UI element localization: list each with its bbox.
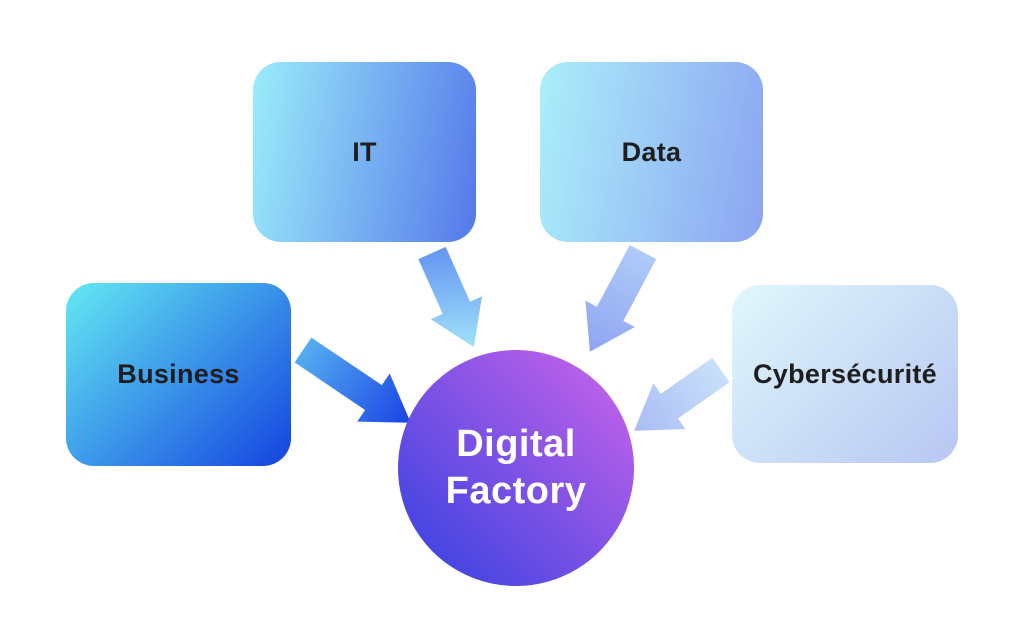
center-label-line2: Factory bbox=[445, 470, 587, 512]
center-label-line1: Digital bbox=[456, 423, 576, 466]
node-business: Business bbox=[66, 283, 291, 466]
node-data-label: Data bbox=[621, 136, 682, 167]
node-it-label: IT bbox=[352, 136, 377, 167]
node-business-label: Business bbox=[117, 359, 240, 389]
node-cybersecurite: Cybersécurité bbox=[732, 285, 958, 463]
arrow-it-to-center bbox=[418, 246, 482, 348]
node-it: IT bbox=[253, 62, 476, 242]
arrow-cybersecurite-to-center bbox=[634, 357, 730, 431]
node-data: Data bbox=[540, 62, 763, 242]
arrow-data-to-center bbox=[585, 244, 657, 352]
center-node-digital-factory: Digital Factory bbox=[398, 350, 634, 586]
node-cybersecurite-label: Cybersécurité bbox=[753, 358, 937, 389]
